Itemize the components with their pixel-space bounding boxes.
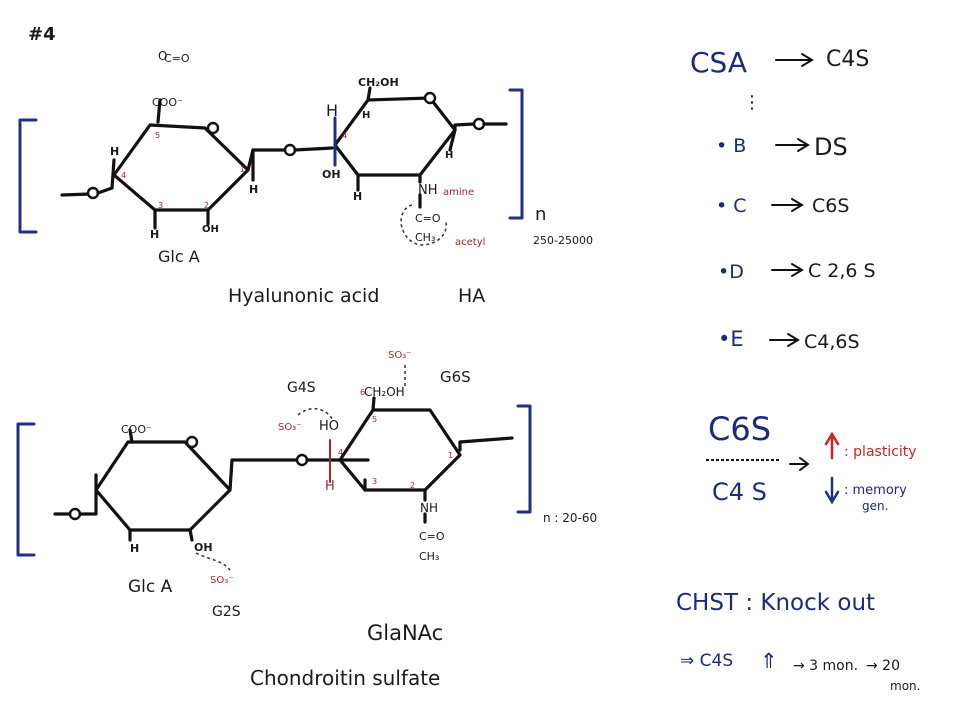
top-carboxyl: C=O	[164, 52, 190, 65]
glca-label-2: Glc A	[128, 577, 173, 597]
cs-types-list: CSA C4S ⋮ • B DS • C C6S •D C 2,6 S •E C…	[690, 46, 876, 353]
pos-3: 3	[158, 201, 163, 210]
h-right-top: H	[326, 101, 338, 120]
so3-bottom: SO₃⁻	[210, 575, 234, 586]
pos-4: 4	[121, 171, 126, 180]
pos-4-2: 4	[338, 448, 343, 457]
coo-label: COO⁻	[152, 96, 183, 109]
type-d: •D	[718, 261, 744, 283]
h-bottom: H	[150, 228, 159, 241]
ratio-block: C6S C4 S : plasticity : memory gen.	[706, 410, 917, 513]
ch3-label-2: CH₃	[419, 550, 439, 563]
nh-label: NH	[418, 183, 438, 198]
right-bracket-2	[516, 404, 532, 514]
h-mid: H	[325, 479, 335, 494]
type-c4s: C4S	[826, 47, 869, 72]
type-e: •E	[718, 327, 744, 351]
chst-title: CHST : Knock out	[676, 590, 875, 616]
h-left: H	[110, 145, 119, 158]
ch3-label: CH₃	[415, 231, 435, 244]
pos-6-2: 6	[360, 388, 365, 397]
g2s-label: G2S	[212, 604, 241, 620]
h-link: H	[249, 183, 258, 196]
hyaluronic-name: Hyalunonic acid	[228, 285, 379, 307]
h-ring2c: H	[445, 150, 453, 161]
chondroitin-structure: COO⁻ H OH SO₃⁻ G4S SO₃⁻ HO H 4 5 6 3 2 1…	[16, 350, 597, 690]
chst-time-unit: mon.	[890, 679, 920, 693]
n-range: 250-25000	[533, 234, 593, 247]
type-csa: CSA	[690, 46, 747, 79]
right-bracket	[508, 88, 524, 220]
pos-1: 1	[240, 165, 245, 174]
left-bracket	[18, 118, 38, 234]
ratio-up-label: : plasticity	[844, 444, 917, 460]
c-eq-o: C=O	[415, 212, 441, 225]
oh-right: OH	[322, 168, 341, 181]
oh-bottom: OH	[202, 224, 219, 235]
hyaluronic-abbr: HA	[458, 285, 485, 307]
so3-top: SO₃⁻	[388, 350, 412, 361]
chst-block: CHST : Knock out ⇒ C4S ⇑ → 3 mon. → 20 m…	[676, 590, 920, 693]
ratio-down-label2: gen.	[862, 499, 888, 513]
glca-label-1: Glc A	[158, 247, 200, 266]
n-range-2: n : 20-60	[543, 511, 597, 525]
chst-result: ⇒ C4S	[680, 651, 733, 671]
nh-label-2: NH	[420, 501, 438, 515]
pos-1-2: 1	[448, 451, 453, 460]
left-bracket-2	[16, 422, 36, 557]
ch2oh-label: CH₂OH	[358, 76, 399, 89]
so3-left: SO₃⁻	[278, 422, 302, 433]
chst-time-to: → 20	[866, 658, 900, 674]
top-carboxyl-o: O	[158, 49, 167, 63]
ch2oh-label-2: CH₂OH	[364, 385, 405, 399]
type-c: • C	[716, 195, 747, 217]
glca-ring-1	[112, 123, 250, 212]
pos-5: 5	[155, 131, 160, 140]
glcnac-ring-1	[333, 96, 457, 177]
type-c6s: C6S	[812, 195, 849, 217]
pos-3-2: 3	[372, 477, 377, 486]
coo-label-2: COO⁻	[121, 423, 152, 436]
type-ellipsis: ⋮	[743, 92, 761, 113]
oh-bottom-2: OH	[194, 541, 213, 554]
hyaluronic-structure: O C=O COO⁻ 5 4 3 2 1 H H OH H H 4 OH H H…	[18, 49, 593, 307]
ratio-numerator: C6S	[708, 410, 771, 448]
amine-label: amine	[443, 187, 474, 198]
pos-5-2: 5	[372, 415, 377, 424]
chst-time-from: → 3 mon.	[793, 658, 858, 674]
type-ds: DS	[814, 133, 848, 161]
type-c26s: C 2,6 S	[808, 260, 876, 282]
arrow-up-red	[824, 431, 840, 460]
pos-4b: 4	[342, 131, 347, 140]
n-label: n	[535, 204, 546, 225]
chst-arrow-up: ⇑	[760, 649, 778, 673]
h-bottom-2: H	[130, 542, 139, 555]
g4s-label: G4S	[287, 380, 316, 396]
ratio-down-label: : memory	[844, 483, 907, 498]
g6s-label: G6S	[440, 368, 471, 386]
c-eq-o-2: C=O	[419, 530, 445, 543]
pos-2-2: 2	[410, 481, 415, 490]
glcnac-ring-2	[338, 408, 462, 492]
glcnac-label: GlaNAc	[367, 621, 443, 645]
h-ring2b: H	[353, 190, 362, 203]
pos-2: 2	[204, 201, 209, 210]
type-b: • B	[716, 135, 746, 157]
h-ring2a: H	[362, 110, 370, 121]
slide-number: #4	[28, 24, 56, 45]
chondroitin-name: Chondroitin sulfate	[250, 666, 440, 690]
glca-ring-2	[94, 440, 232, 532]
acetyl-label: acetyl	[455, 237, 485, 248]
type-c46s: C4,6S	[804, 331, 860, 353]
arrow-down-blue	[824, 476, 840, 505]
ratio-denominator: C4 S	[712, 478, 767, 506]
ho-label: HO	[319, 419, 339, 434]
